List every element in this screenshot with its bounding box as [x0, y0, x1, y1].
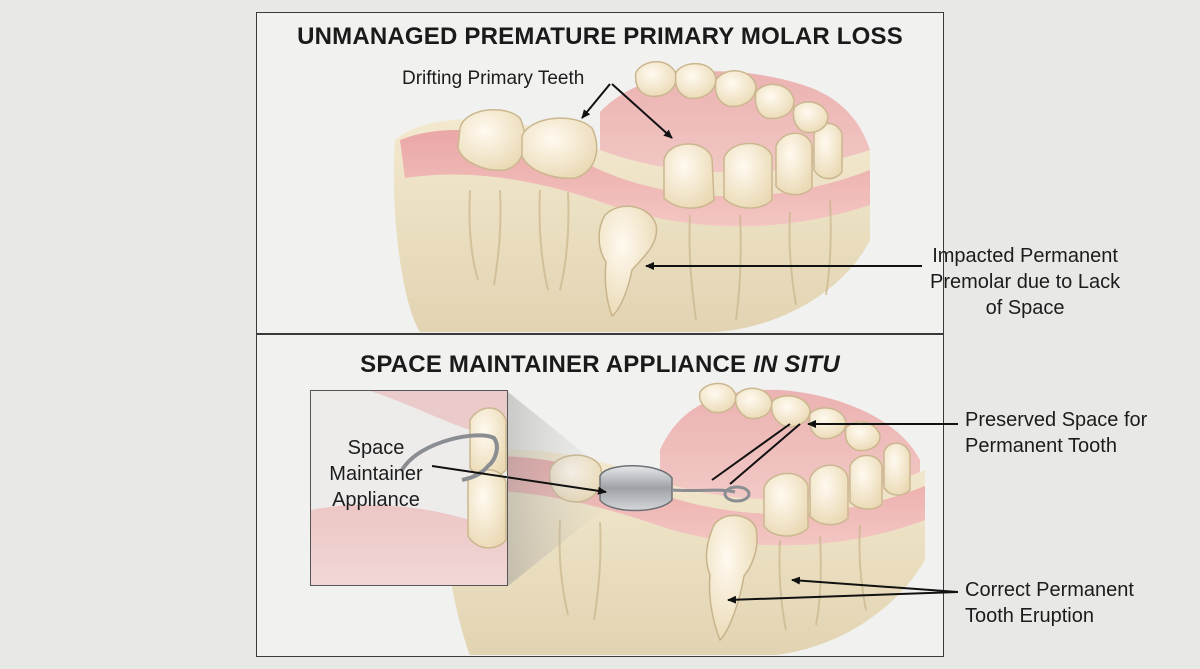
appliance-line-1: Space [347, 437, 405, 459]
label-drifting-teeth: Drifting Primary Teeth [402, 68, 585, 89]
top-primary-molars [457, 108, 598, 179]
top-roots [468, 189, 832, 321]
appliance-line-3: Appliance [332, 489, 420, 511]
line-preserved-a [711, 423, 791, 481]
inset-beam [508, 392, 600, 586]
inset-detail [311, 391, 507, 585]
bottom-title-main: SPACE MAINTAINER APPLIANCE [360, 351, 754, 378]
bottom-roots [558, 519, 867, 631]
label-impacted-premolar: Impacted Permanent Premolar due to Lack … [930, 243, 1120, 321]
preserved-line-1: Preserved Space for [965, 409, 1148, 431]
space-maintainer-appliance [599, 465, 751, 512]
label-preserved-space: Preserved Space for Permanent Tooth [965, 407, 1147, 459]
arrow-eruption-lower [727, 591, 959, 604]
impacted-line-3: of Space [985, 297, 1065, 319]
arrow-appliance [431, 465, 607, 495]
impacted-line-2: Premolar due to Lack [930, 271, 1121, 293]
appliance-line-2: Maintainer [329, 463, 423, 485]
top-front-teeth [634, 61, 843, 209]
preserved-line-2: Permanent Tooth [965, 435, 1117, 457]
bottom-front-teeth [698, 382, 911, 537]
eruption-line-1: Correct Permanent [965, 579, 1134, 601]
top-panel-title: UNMANAGED PREMATURE PRIMARY MOLAR LOSS [297, 23, 903, 50]
label-correct-eruption: Correct Permanent Tooth Eruption [965, 577, 1134, 629]
top-arrows [581, 83, 922, 270]
bottom-title-italic: IN SITU [753, 351, 840, 378]
bottom-panel-title: SPACE MAINTAINER APPLIANCE IN SITU [257, 351, 943, 379]
inset-frame [310, 390, 508, 586]
top-jaw [393, 61, 870, 332]
arrow-eruption-upper [791, 576, 959, 593]
arrow-drifting-right [611, 83, 673, 139]
label-space-maintainer: Space Maintainer Appliance [326, 435, 426, 513]
arrow-drifting-left [581, 83, 611, 119]
erupting-permanent-tooth [705, 514, 758, 642]
bottom-arrows [431, 420, 959, 604]
impacted-premolar [598, 205, 658, 318]
eruption-line-2: Tooth Eruption [965, 605, 1094, 627]
impacted-line-1: Impacted Permanent [932, 245, 1118, 267]
line-preserved-b [729, 423, 801, 485]
